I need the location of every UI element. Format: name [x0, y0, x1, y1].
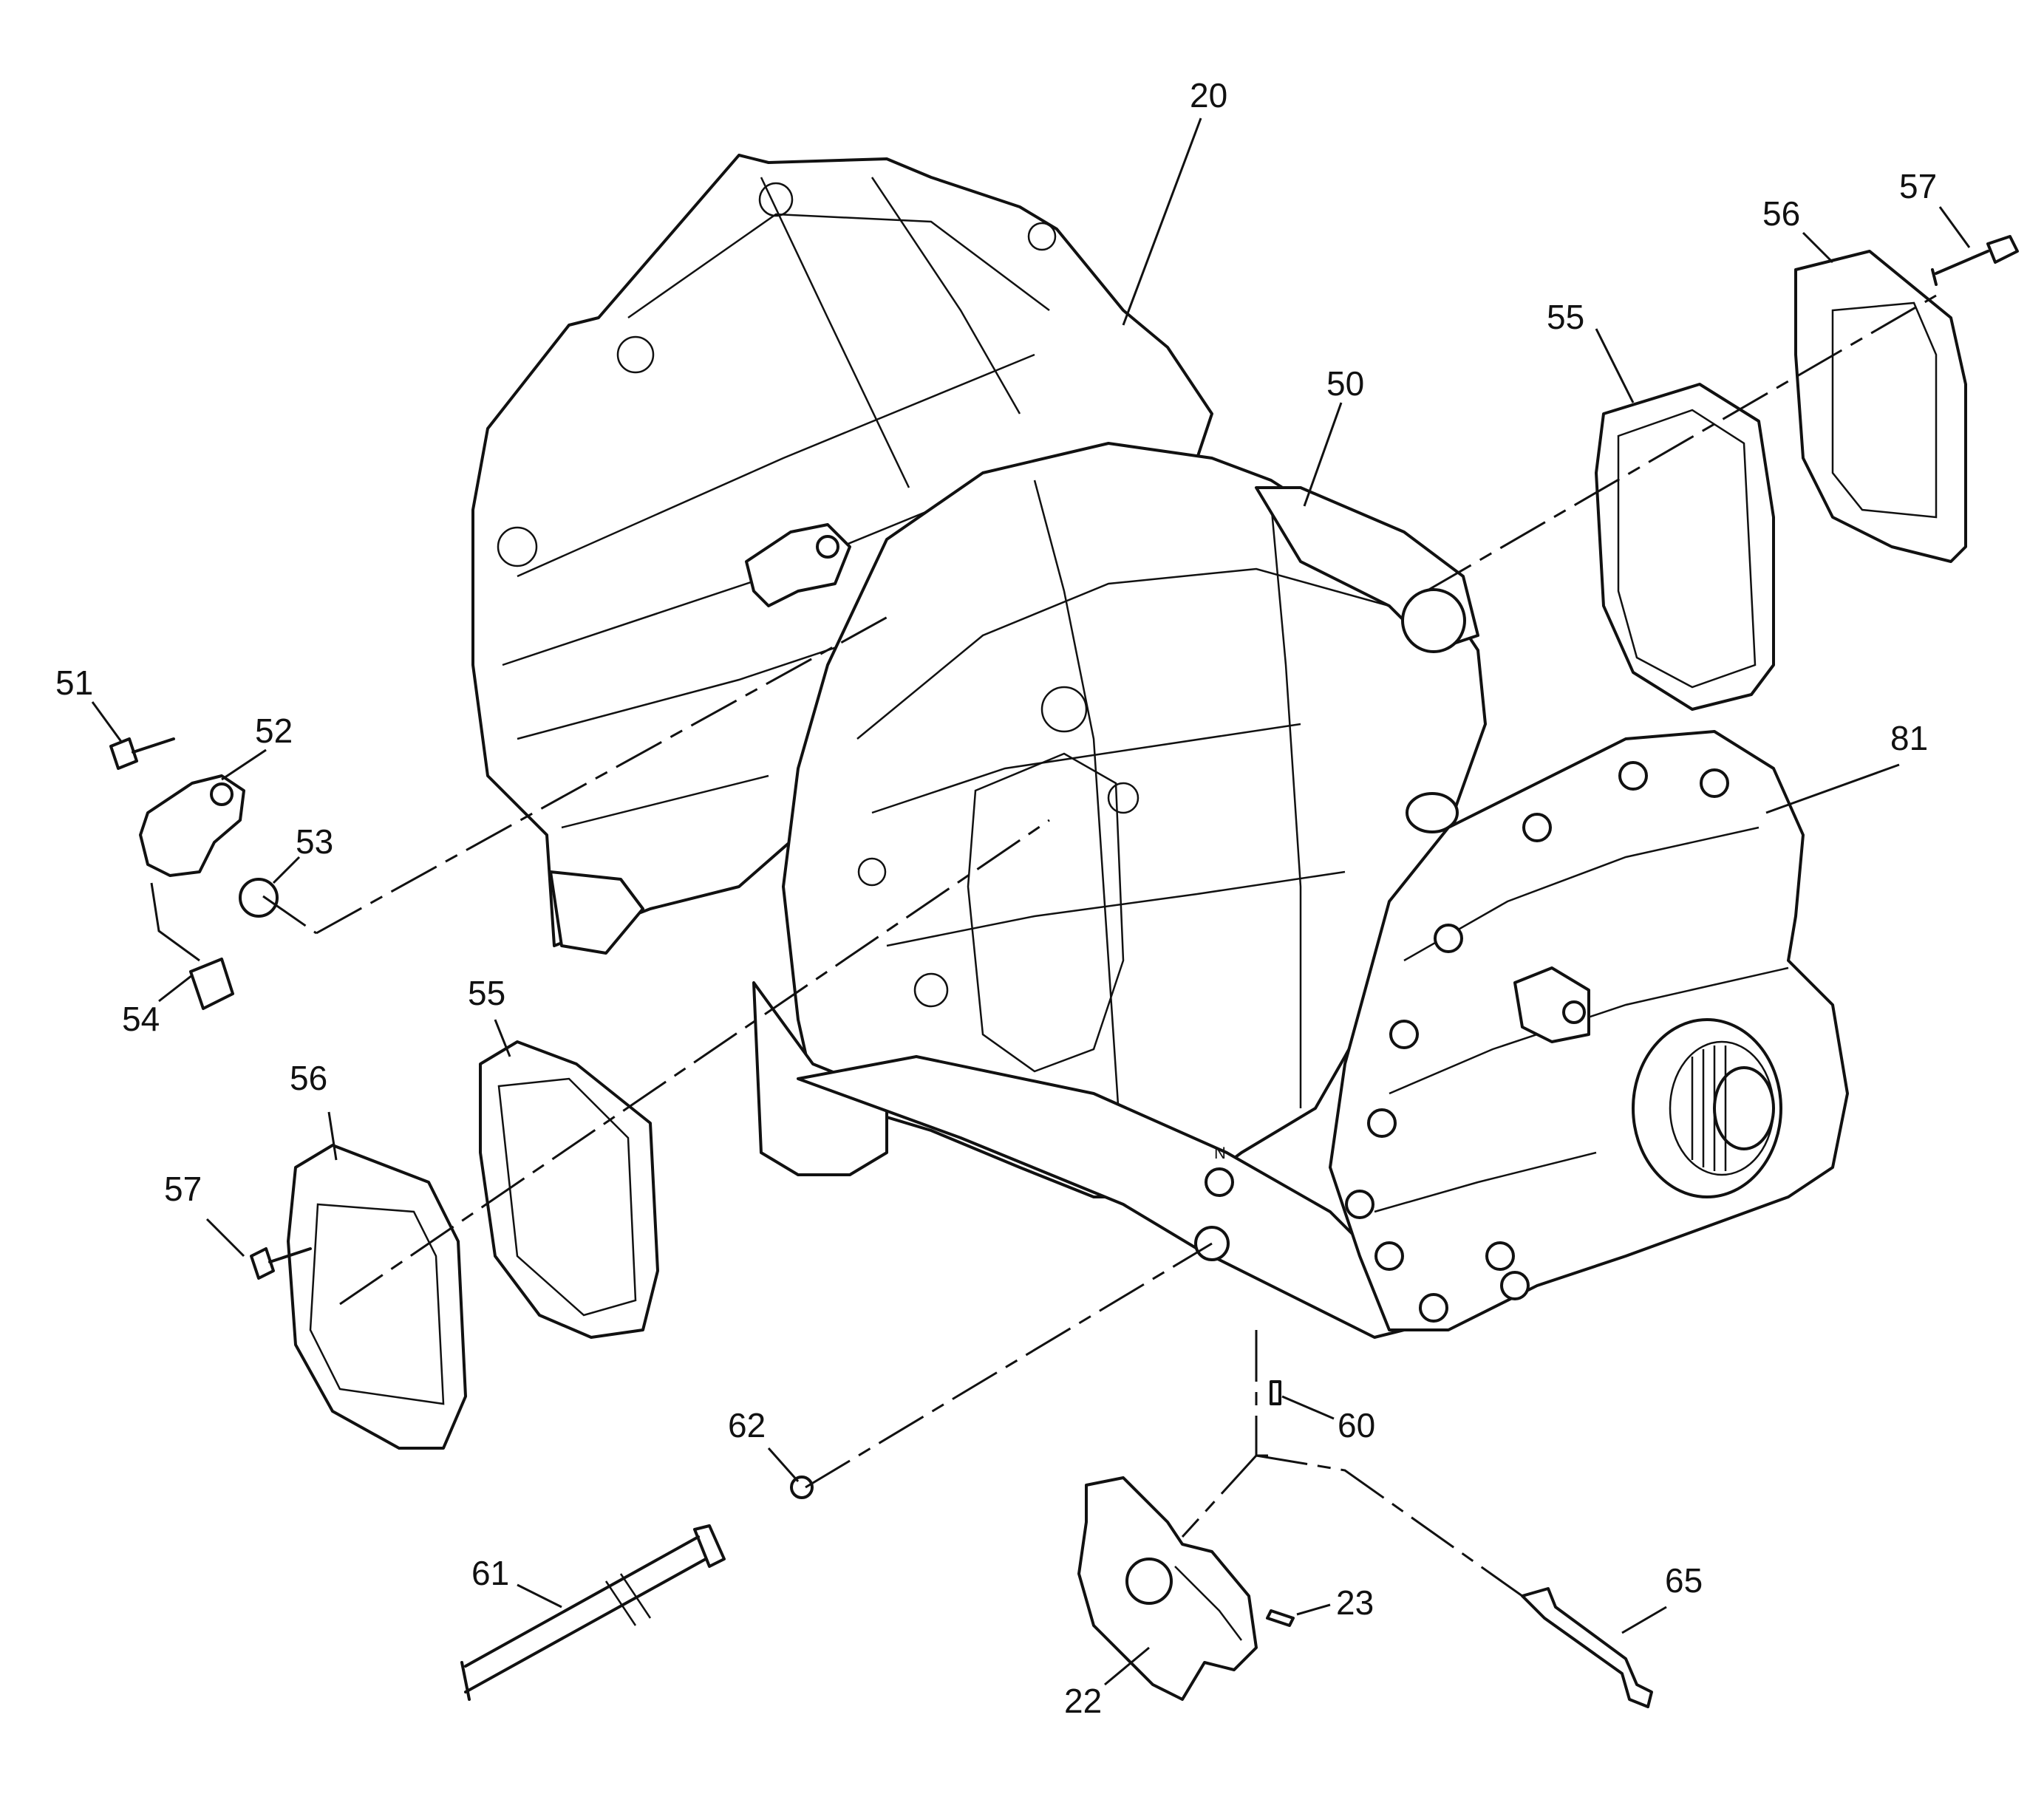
callout-51: 51	[55, 663, 93, 702]
callout-65: 65	[1665, 1561, 1703, 1600]
callout-labels: 20 50 55 56 57 81 51 52 53 54 55 56 57 6…	[55, 76, 1937, 1720]
gasket-upper	[1595, 383, 1775, 711]
leader-lines	[91, 117, 1971, 1686]
callout-22: 22	[1064, 1682, 1102, 1720]
seal-54	[189, 958, 234, 1010]
callout-20: 20	[1190, 76, 1227, 115]
right-cover-group	[1595, 235, 2019, 711]
bolt-upper	[1931, 235, 2019, 286]
extension-bolts	[1345, 761, 1729, 1323]
screw-23	[1266, 1609, 1295, 1627]
callout-23: 23	[1336, 1583, 1374, 1622]
callout-60: 60	[1338, 1406, 1375, 1444]
input-sensor-parts	[109, 737, 279, 1010]
callout-81: 81	[1890, 719, 1928, 757]
housing-mark: N	[1214, 1144, 1226, 1162]
callout-52: 52	[255, 712, 293, 750]
sensor-65	[1521, 1587, 1653, 1708]
transmission-case: N	[471, 154, 1849, 1339]
output-shaft-bore	[1632, 1018, 1782, 1198]
callout-57-upper: 57	[1899, 167, 1937, 205]
side-access-window	[967, 752, 1125, 1073]
pin-60	[1270, 1380, 1281, 1405]
shaft-61	[460, 1524, 726, 1701]
callout-53: 53	[296, 822, 333, 861]
seal-62	[790, 1476, 814, 1499]
lower-parts	[460, 1380, 1653, 1708]
callout-56-upper: 56	[1762, 194, 1800, 233]
callout-54: 54	[122, 1000, 160, 1038]
assembly-lines	[262, 294, 1937, 1597]
callout-62: 62	[728, 1406, 766, 1444]
callout-55-upper: 55	[1547, 298, 1584, 336]
callout-55-lower: 55	[468, 974, 505, 1012]
callout-50: 50	[1326, 364, 1364, 403]
o-ring-53	[239, 878, 279, 918]
callout-56-lower: 56	[290, 1059, 327, 1097]
bolt-51	[109, 737, 175, 770]
left-cover-group	[250, 1040, 659, 1450]
bolt-lower	[250, 1247, 312, 1280]
callout-61: 61	[471, 1554, 509, 1592]
callout-57-lower: 57	[164, 1170, 202, 1208]
cover-plate-upper	[1794, 250, 1967, 563]
